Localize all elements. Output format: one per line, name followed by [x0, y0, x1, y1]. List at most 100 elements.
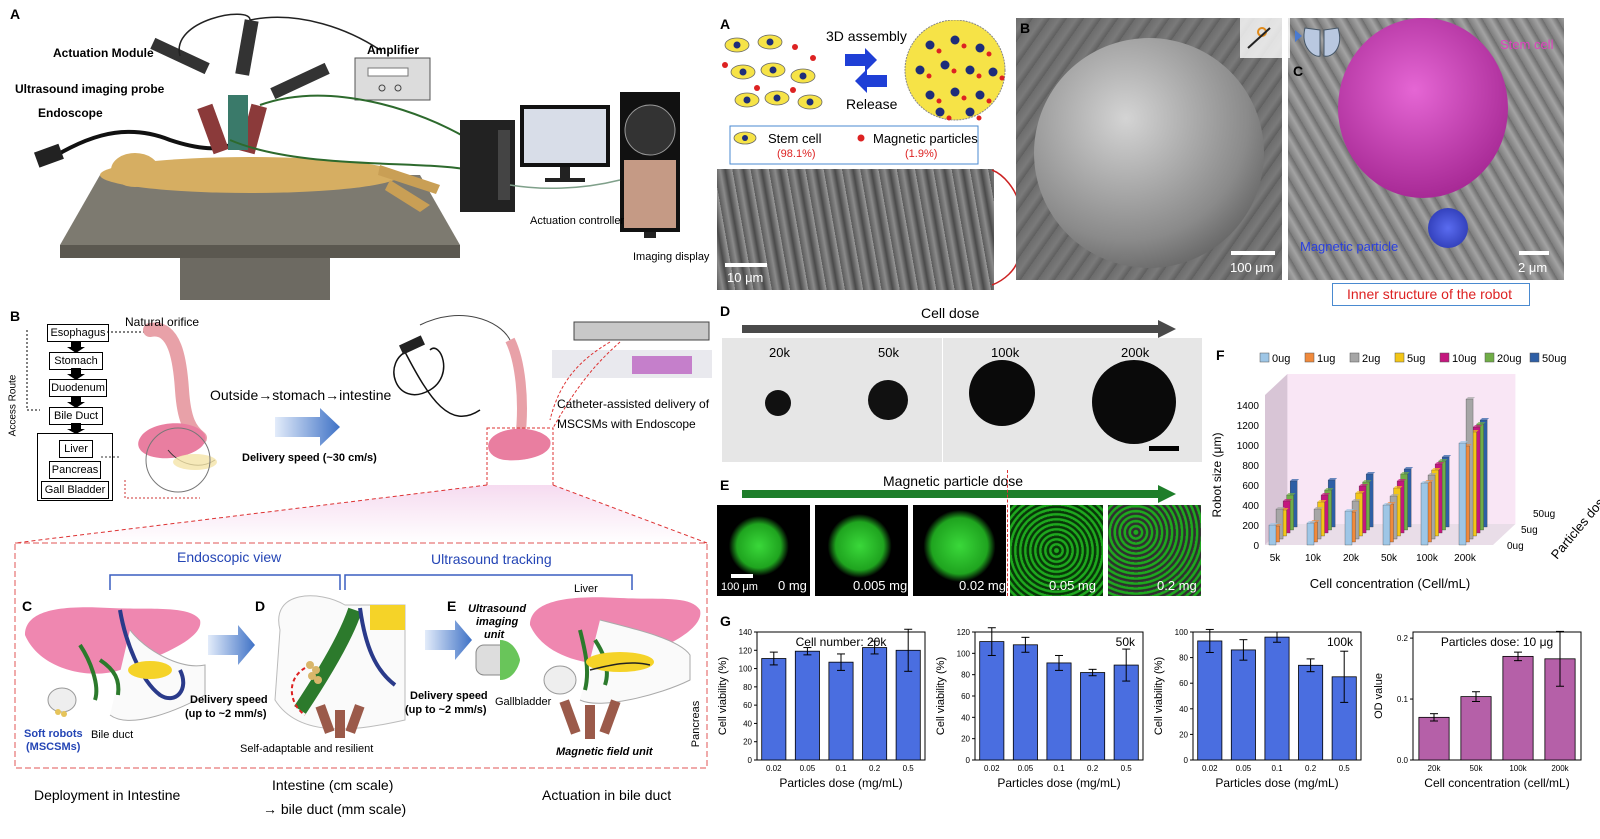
cell-dose-100k: 100k — [991, 345, 1020, 360]
fluorescence-scale: 100 μm — [721, 581, 758, 593]
g-ytick: 20 — [1179, 730, 1188, 739]
magnetic-field-unit-label: Magnetic field unit — [556, 746, 653, 758]
left-panel-a-letter: A — [10, 6, 21, 22]
right-panel-f-letter: F — [1216, 347, 1225, 363]
sem-sphere-scale: 100 μm — [1230, 260, 1274, 275]
natural-orifice-label: Natural orifice — [125, 315, 200, 329]
f-bar — [1268, 524, 1277, 546]
f-bar-top — [1480, 418, 1490, 420]
f-legend-label: 50ug — [1542, 353, 1566, 365]
route-box-liver: Liver — [59, 440, 93, 458]
f-bar-top — [1431, 468, 1441, 470]
g-xtick: 0.2 — [1305, 764, 1317, 773]
fluorescence-label-0005mg: 0.005 mg — [853, 578, 908, 593]
g-xtick: 0.2 — [869, 764, 881, 773]
g-xtick: 0.5 — [1121, 764, 1133, 773]
g-xlabel: Particles dose (mg/mL) — [1215, 776, 1338, 790]
fluorescence-label-0mg: 0 mg — [778, 578, 807, 593]
g-ytick: 100 — [739, 665, 753, 674]
g-bar — [1230, 649, 1256, 761]
g-ytick: 40 — [961, 713, 970, 722]
delivery-speed-c-1: Delivery speed — [190, 694, 268, 706]
endoscopic-view-label: Endoscopic view — [177, 549, 282, 565]
soft-robots-label: Soft robots — [24, 728, 83, 740]
f-bar-top — [1290, 479, 1300, 481]
g-title: 100k — [1327, 635, 1354, 649]
us-unit-3: unit — [484, 629, 505, 641]
f-legend-swatch — [1349, 352, 1360, 363]
f-bar-top — [1366, 472, 1376, 474]
f-bar — [1420, 482, 1429, 546]
g-xtick: 0.05 — [800, 764, 816, 773]
f-ytick: 1400 — [1237, 401, 1260, 412]
f-ytick: 800 — [1242, 461, 1259, 472]
g-ytick: 120 — [957, 628, 971, 637]
g-bar — [1080, 672, 1106, 761]
g-ytick: 60 — [1179, 679, 1188, 688]
cell-dose-images — [722, 338, 1202, 462]
g-xtick: 0.02 — [766, 764, 782, 773]
g-ytick: 60 — [743, 701, 752, 710]
g-ylabel: OD value — [1373, 673, 1385, 719]
fluorescence-image-005mg — [1010, 505, 1103, 596]
g-ytick: 80 — [961, 671, 970, 680]
f-bar-top — [1400, 472, 1410, 474]
actuation-controller-label: Actuation controller — [530, 215, 625, 227]
g-bar — [862, 647, 888, 761]
g-ytick: 80 — [1179, 654, 1188, 663]
magnetic-particle-overlay: Magnetic particle — [1300, 239, 1399, 254]
legend-magnetic-particles: Magnetic particles — [873, 131, 978, 146]
route-box-stomach: Stomach — [49, 352, 103, 370]
g-ytick: 0 — [966, 756, 971, 765]
catheter-caption-2: MSCSMs with Endoscope — [557, 417, 696, 431]
pancreas-label: Pancreas — [690, 700, 703, 748]
route-box-bile-duct: Bile Duct — [49, 407, 103, 425]
caption-d-1: Intestine (cm scale) — [272, 777, 394, 793]
surgical-setup-illustration — [33, 13, 680, 300]
f-xtick: 5k — [1270, 553, 1282, 564]
g-bar — [1298, 664, 1324, 761]
f-legend-label: 2ug — [1362, 353, 1380, 365]
f-bar-top — [1404, 467, 1414, 469]
f-bar-top — [1393, 486, 1403, 488]
g-bar — [979, 641, 1005, 761]
f-zlabel: Particles dose — [1548, 490, 1600, 562]
right-panel-a-letter: A — [720, 16, 731, 32]
catheter-caption-1: Catheter-assisted delivery of — [557, 397, 710, 411]
f-legend-swatch — [1529, 352, 1540, 363]
f-bar-top — [1459, 441, 1468, 443]
f-ytick: 1200 — [1237, 421, 1260, 432]
caption-c: Deployment in Intestine — [34, 787, 181, 803]
f-bar-top — [1362, 480, 1372, 482]
f-bar-top — [1466, 397, 1476, 399]
f-bar — [1382, 504, 1391, 546]
g-bar — [1460, 696, 1492, 761]
particle-dose-divider — [1007, 470, 1008, 596]
g-xlabel: Particles dose (mg/mL) — [997, 776, 1120, 790]
caption-e: Actuation in bile duct — [542, 787, 672, 803]
fluorescence-image-0005mg — [815, 505, 908, 596]
fluorescence-image-02mg — [1108, 505, 1201, 596]
f-bar-top — [1286, 493, 1296, 495]
us-unit-1: Ultrasound — [468, 603, 527, 615]
f-bar-top — [1476, 422, 1486, 424]
g-bar — [1197, 640, 1223, 761]
f-ylabel: Robot size (μm) — [1210, 433, 1224, 518]
cell-dose-200k: 200k — [1121, 345, 1150, 360]
sem-surface-scalebar — [725, 263, 767, 267]
g-bar — [1502, 655, 1534, 761]
cell-dose-20k: 20k — [769, 345, 790, 360]
inner-structure-caption-box — [1332, 283, 1530, 306]
f-bar-top — [1359, 484, 1369, 486]
g-ylabel: Cell viability (%) — [935, 657, 947, 735]
legend-stem-cell-pct: (98.1%) — [777, 148, 816, 160]
detail-d-letter: D — [255, 598, 266, 614]
f-xlabel: Cell concentration (Cell/mL) — [1310, 576, 1470, 591]
g-title: Particles dose: 10 μg — [1441, 635, 1553, 649]
g-xtick: 100k — [1509, 764, 1527, 773]
delivery-speed-d-2: (up to ~2 mm/s) — [405, 704, 487, 716]
sem-inner-image — [1288, 18, 1564, 280]
f-bar-top — [1283, 499, 1293, 501]
f-depth-tick: 5ug — [1521, 525, 1538, 536]
